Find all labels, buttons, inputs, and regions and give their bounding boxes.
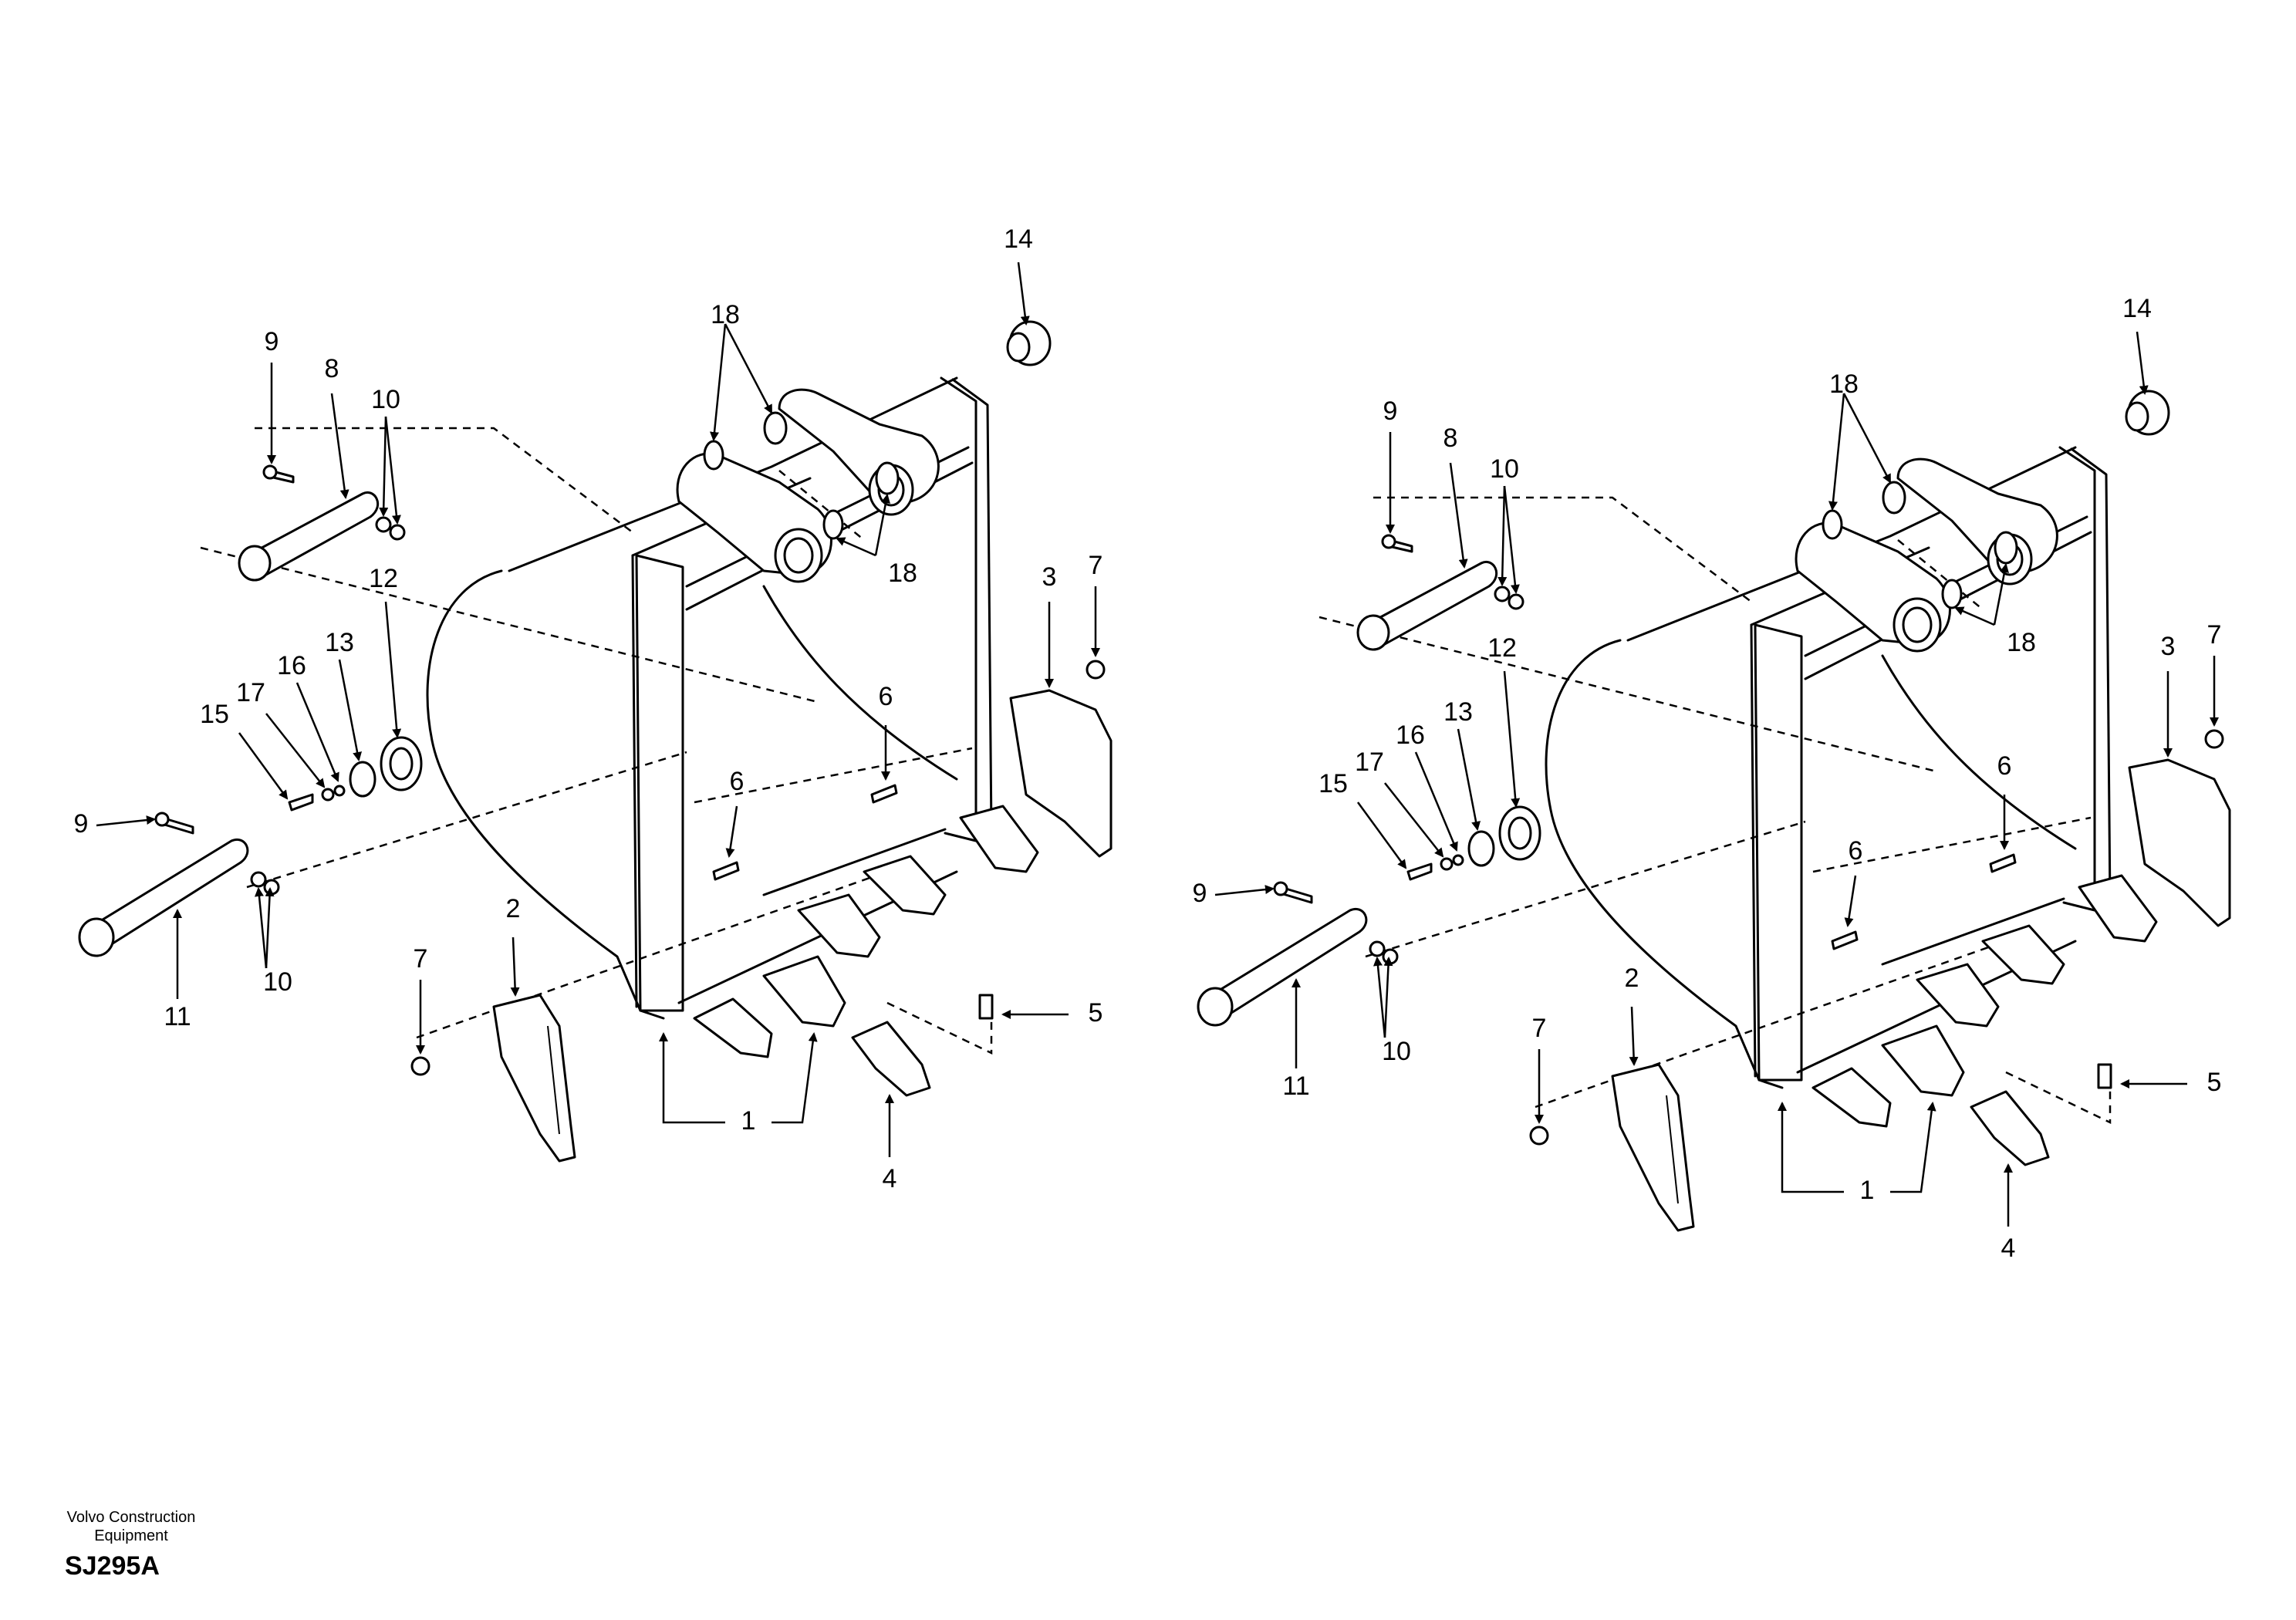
- callout-14: 14: [2122, 294, 2152, 323]
- callout-6b: 6: [730, 767, 745, 796]
- callout-17: 17: [236, 678, 265, 707]
- callout-7a: 7: [2207, 620, 2222, 650]
- callout-6a: 6: [1997, 751, 2012, 781]
- callout-11: 11: [164, 1002, 191, 1031]
- callout-18b: 18: [888, 559, 917, 588]
- footer-block: Volvo Construction Equipment SJ295A: [46, 1508, 216, 1581]
- callout-9b: 9: [74, 809, 89, 839]
- callout-17: 17: [1355, 748, 1384, 777]
- callout-6a: 6: [879, 682, 893, 711]
- callout-4: 4: [883, 1164, 897, 1193]
- callout-8: 8: [325, 354, 339, 383]
- callout-18a: 18: [711, 300, 740, 329]
- callout-3: 3: [2161, 632, 2176, 661]
- bucket-view-right: 1 2 3 4 5 6 6 7 7 8 9 9 10 10 11 12 13 1…: [1193, 294, 2230, 1263]
- callout-15: 15: [200, 700, 229, 729]
- callout-9b: 9: [1193, 879, 1207, 908]
- company-name-line2: Equipment: [94, 1527, 168, 1544]
- callout-10b: 10: [1382, 1037, 1411, 1066]
- callout-18a: 18: [1829, 370, 1859, 399]
- callout-15: 15: [1319, 769, 1348, 798]
- callout-12: 12: [369, 564, 398, 593]
- callout-3: 3: [1042, 562, 1057, 592]
- callout-16: 16: [1396, 721, 1425, 750]
- callout-14: 14: [1004, 224, 1033, 254]
- callout-7b: 7: [414, 944, 428, 974]
- callout-13: 13: [1443, 697, 1473, 727]
- callout-9a: 9: [1383, 397, 1398, 426]
- callout-8: 8: [1443, 424, 1458, 453]
- callout-12: 12: [1487, 633, 1517, 663]
- callout-10a: 10: [1490, 454, 1519, 484]
- callout-2: 2: [1625, 964, 1639, 993]
- bucket-view-left: 1 2 3 4 5 6 6 7 7 8 9 9 10 10 11 12 13 1…: [74, 224, 1111, 1193]
- callout-11: 11: [1282, 1072, 1309, 1101]
- callout-13: 13: [325, 628, 354, 657]
- callout-10b: 10: [263, 967, 292, 997]
- callout-18b: 18: [2007, 628, 2036, 657]
- callout-10a: 10: [371, 385, 400, 414]
- callout-7b: 7: [1532, 1014, 1547, 1043]
- company-name-line1: Volvo Construction: [66, 1509, 196, 1526]
- callout-7a: 7: [1089, 551, 1103, 580]
- callout-4: 4: [2001, 1234, 2016, 1263]
- callout-1: 1: [1860, 1176, 1875, 1205]
- callout-2: 2: [506, 894, 521, 923]
- callout-5: 5: [2207, 1068, 2222, 1097]
- callout-1: 1: [741, 1106, 756, 1136]
- callout-16: 16: [277, 651, 306, 680]
- drawing-code: SJ295A: [65, 1551, 160, 1581]
- callout-9a: 9: [265, 327, 279, 356]
- callout-5: 5: [1089, 998, 1103, 1028]
- callout-6b: 6: [1849, 836, 1863, 866]
